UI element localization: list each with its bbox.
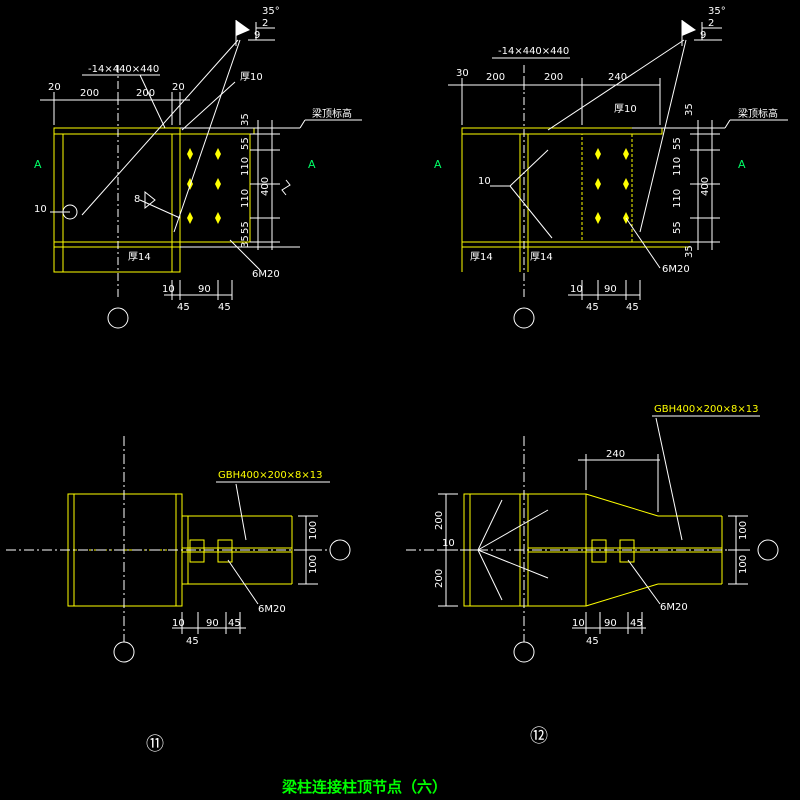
dim-200d: 200 [544, 72, 563, 83]
dim-10-12: 10 [572, 618, 585, 629]
dim-55c: 55 [672, 137, 683, 150]
dim-110b: 110 [240, 189, 251, 208]
dim-240: 240 [608, 72, 627, 83]
axis-bubble [107, 307, 129, 329]
dim-55b: 55 [240, 221, 251, 234]
plate-thk-label: 厚10 [240, 71, 263, 83]
beam-top-label-2: 梁顶标高 [738, 107, 778, 120]
dim-20b: 20 [172, 82, 185, 93]
dim-100c: 100 [738, 521, 749, 540]
dim-20a: 20 [48, 82, 61, 93]
dim-200b: 200 [136, 88, 155, 99]
view-plan-12: GBH400×200×8×13 6M20 240 200 200 100 100… [406, 404, 779, 663]
dim-45e: 45 [228, 618, 241, 629]
detail-number-11: ⑪ [146, 734, 164, 755]
dim-100b: 100 [308, 555, 319, 574]
view-elevation-right: -14×440×440 厚10 梁顶标高 厚14 厚14 6M20 A A 35… [434, 6, 788, 329]
weld-2-2: 2 [708, 18, 714, 29]
dim-100a: 100 [308, 521, 319, 540]
dim-55a: 55 [240, 137, 251, 150]
weld-9: 9 [254, 30, 260, 41]
web-thk-label: 厚14 [128, 251, 151, 263]
bolts-label-11: 6M20 [258, 604, 286, 615]
dim-100d: 100 [738, 555, 749, 574]
dim-10: 10 [162, 284, 175, 295]
plate-label: -14×440×440 [88, 64, 159, 75]
view-plan-11: GBH400×200×8×13 6M20 100 100 10 90 45 45 [6, 436, 351, 663]
dim-45g: 45 [630, 618, 643, 629]
drawing-title: 梁柱连接柱顶节点（六） [281, 778, 447, 796]
dim-90-11: 90 [206, 618, 219, 629]
bolts-label-12: 6M20 [660, 602, 688, 613]
dim-55d: 55 [672, 221, 683, 234]
dim-200a: 200 [80, 88, 99, 99]
dim-45h: 45 [586, 636, 599, 647]
dim-400: 400 [260, 177, 271, 196]
detail-number-12: ⑫ [530, 726, 548, 747]
dim-45c: 45 [586, 302, 599, 313]
dim-45f: 45 [186, 636, 199, 647]
section-mark-right-2: A [738, 158, 746, 171]
beam-section-label-12: GBH400×200×8×13 [654, 404, 759, 415]
bolts-label: 6M20 [252, 269, 280, 280]
bolts-label-2: 6M20 [662, 264, 690, 275]
weld-9-2: 9 [700, 30, 706, 41]
weld-10: 10 [34, 204, 47, 215]
weld-2: 2 [262, 18, 268, 29]
weld-10-12: 10 [442, 538, 455, 549]
dim-35c: 35 [684, 103, 695, 116]
beam-top-label: 梁顶标高 [312, 107, 352, 120]
dim-110d: 110 [672, 189, 683, 208]
weld-8: 8 [134, 194, 140, 205]
dim-90-12: 90 [604, 618, 617, 629]
dim-110a: 110 [240, 157, 251, 176]
plate-thk-label-2: 厚10 [614, 103, 637, 115]
dim-110c: 110 [672, 157, 683, 176]
dim-200c: 200 [486, 72, 505, 83]
section-mark-left-2: A [434, 158, 442, 171]
dim-35b: 35 [240, 235, 251, 248]
view-elevation-left: -14×440×440 厚10 梁顶标高 厚14 6M20 A A 35° 2 … [34, 6, 362, 329]
column-outline [53, 127, 181, 273]
dim-10-11: 10 [172, 618, 185, 629]
beam-section-label-11: GBH400×200×8×13 [218, 470, 323, 481]
cap-plate [53, 127, 255, 135]
weld-angle: 35° [262, 6, 280, 17]
dim-45d: 45 [626, 302, 639, 313]
dim-90: 90 [198, 284, 211, 295]
dim-200e: 200 [434, 511, 445, 530]
weld-angle-2: 35° [708, 6, 726, 17]
dim-35a: 35 [240, 113, 251, 126]
dim-30: 30 [456, 68, 469, 79]
dim-35d: 35 [684, 245, 695, 258]
web-thk-label-2b: 厚14 [530, 251, 553, 263]
web-thk-label-2a: 厚14 [470, 251, 493, 263]
section-mark-right: A [308, 158, 316, 171]
dim-45b: 45 [218, 302, 231, 313]
dim-240-12: 240 [606, 449, 625, 460]
section-mark-left: A [34, 158, 42, 171]
dim-90-2: 90 [604, 284, 617, 295]
dim-10-2: 10 [570, 284, 583, 295]
dim-45a: 45 [177, 302, 190, 313]
weld-10-2: 10 [478, 176, 491, 187]
end-plate [179, 133, 251, 243]
dim-400-2: 400 [700, 177, 711, 196]
plate-label-2: -14×440×440 [498, 46, 569, 57]
dim-200f: 200 [434, 569, 445, 588]
